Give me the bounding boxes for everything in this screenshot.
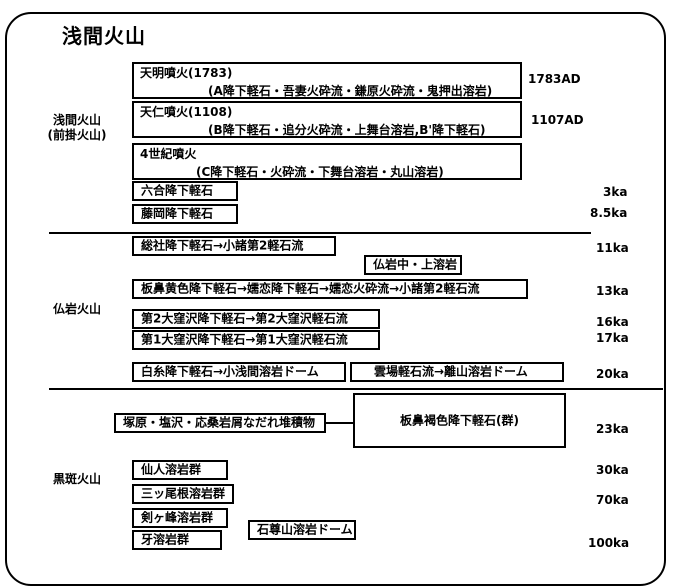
event-box-tsukahara-debris-avalanche: 塚原・塩沢・応桑岩屑なだれ堆積物 <box>114 413 326 433</box>
event-label: 仙人溶岩群 <box>141 462 202 477</box>
event-label: 剣ヶ峰溶岩群 <box>141 510 214 525</box>
group-label-line1: 浅間火山 <box>52 113 101 127</box>
age-label: 16ka <box>596 315 629 329</box>
event-detail: (C降下軽石・火砕流・下舞台溶岩・丸山溶岩) <box>196 165 444 179</box>
group-label-kurofu: 黒斑火山 <box>44 472 110 487</box>
diagram-title: 浅間火山 <box>62 24 146 48</box>
event-box-4th-century-eruption: 4世紀噴火 (C降下軽石・火砕流・下舞台溶岩・丸山溶岩) <box>132 143 522 180</box>
event-box-shiraito-pumice: 白糸降下軽石→小浅間溶岩ドーム <box>132 362 346 382</box>
event-box-kuni-pumice: 六合降下軽石 <box>132 181 238 201</box>
group-divider-1 <box>49 232 591 234</box>
event-box-sekison-lava-dome: 石尊山溶岩ドーム <box>248 520 356 540</box>
age-label: 11ka <box>596 241 629 255</box>
event-label: 藤岡降下軽石 <box>141 206 214 221</box>
age-label: 70ka <box>596 493 629 507</box>
event-detail: (A降下軽石・吾妻火砕流・鎌原火砕流・鬼押出溶岩) <box>208 84 493 98</box>
age-label: 3ka <box>603 185 628 199</box>
event-label: 板鼻褐色降下軽石(群) <box>400 413 519 427</box>
age-label: 1107AD <box>531 113 584 127</box>
group-label-line1: 仏岩火山 <box>52 302 101 316</box>
event-title: 4世紀噴火 <box>140 147 197 161</box>
event-box-kengamine-lava: 剣ヶ峰溶岩群 <box>132 508 228 528</box>
event-box-kumoba-pumice-flow: 雲場軽石流→離山溶岩ドーム <box>350 362 564 382</box>
event-box-itahana-yellow-pumice: 板鼻黄色降下軽石→嬬恋降下軽石→嬬恋火砕流→小諸第2軽石流 <box>132 279 528 299</box>
event-box-mitsuone-lava: 三ッ尾根溶岩群 <box>132 484 234 504</box>
event-label: 雲場軽石流→離山溶岩ドーム <box>374 364 528 379</box>
age-label: 8.5ka <box>590 206 628 220</box>
event-label: 六合降下軽石 <box>141 183 214 198</box>
group-label-line2: (前掛火山) <box>47 128 107 142</box>
event-label: 板鼻黄色降下軽石→嬬恋降下軽石→嬬恋火砕流→小諸第2軽石流 <box>141 281 480 296</box>
event-label: 仏岩中・上溶岩 <box>373 257 458 272</box>
age-label: 30ka <box>596 463 629 477</box>
group-divider-2 <box>49 388 663 390</box>
event-label: 白糸降下軽石→小浅間溶岩ドーム <box>141 364 319 379</box>
event-label: 総社降下軽石→小諸第2軽石流 <box>141 238 304 253</box>
connector-line <box>326 422 354 424</box>
event-title: 天明噴火(1783) <box>140 66 233 80</box>
event-box-sennin-lava: 仙人溶岩群 <box>132 460 228 480</box>
group-label-hotokeiwa: 仏岩火山 <box>44 302 110 317</box>
event-label: 第1大窪沢降下軽石→第1大窪沢軽石流 <box>141 332 348 347</box>
group-label-asama-maekake: 浅間火山 (前掛火山) <box>44 113 110 143</box>
group-label-line1: 黒斑火山 <box>52 472 101 486</box>
age-label: 100ka <box>588 536 630 550</box>
event-box-itahana-brown-pumice: 板鼻褐色降下軽石(群) <box>353 393 566 448</box>
event-label: 塚原・塩沢・応桑岩屑なだれ堆積物 <box>123 415 316 430</box>
event-label: 牙溶岩群 <box>141 532 190 547</box>
event-box-2nd-okubosawa: 第2大窪沢降下軽石→第2大窪沢軽石流 <box>132 309 380 329</box>
age-label: 13ka <box>596 284 629 298</box>
event-box-tennin-eruption: 天仁噴火(1108) (B降下軽石・追分火砕流・上舞台溶岩,B'降下軽石) <box>132 101 522 138</box>
event-box-tenmei-eruption: 天明噴火(1783) (A降下軽石・吾妻火砕流・鎌原火砕流・鬼押出溶岩) <box>132 62 522 99</box>
event-detail: (B降下軽石・追分火砕流・上舞台溶岩,B'降下軽石) <box>208 123 486 137</box>
age-label: 20ka <box>596 367 629 381</box>
event-box-hotokeiwa-lava: 仏岩中・上溶岩 <box>364 255 462 275</box>
event-box-1st-okubosawa: 第1大窪沢降下軽石→第1大窪沢軽石流 <box>132 330 380 350</box>
event-box-fujioka-pumice: 藤岡降下軽石 <box>132 204 238 224</box>
event-title: 天仁噴火(1108) <box>140 105 233 119</box>
age-label: 23ka <box>596 422 629 436</box>
event-box-kiba-lava: 牙溶岩群 <box>132 530 222 550</box>
event-label: 三ッ尾根溶岩群 <box>141 486 226 501</box>
event-label: 石尊山溶岩ドーム <box>257 522 353 537</box>
event-box-sojya-pumice: 総社降下軽石→小諸第2軽石流 <box>132 236 336 256</box>
age-label: 17ka <box>596 331 629 345</box>
age-label: 1783AD <box>528 72 581 86</box>
event-label: 第2大窪沢降下軽石→第2大窪沢軽石流 <box>141 311 348 326</box>
